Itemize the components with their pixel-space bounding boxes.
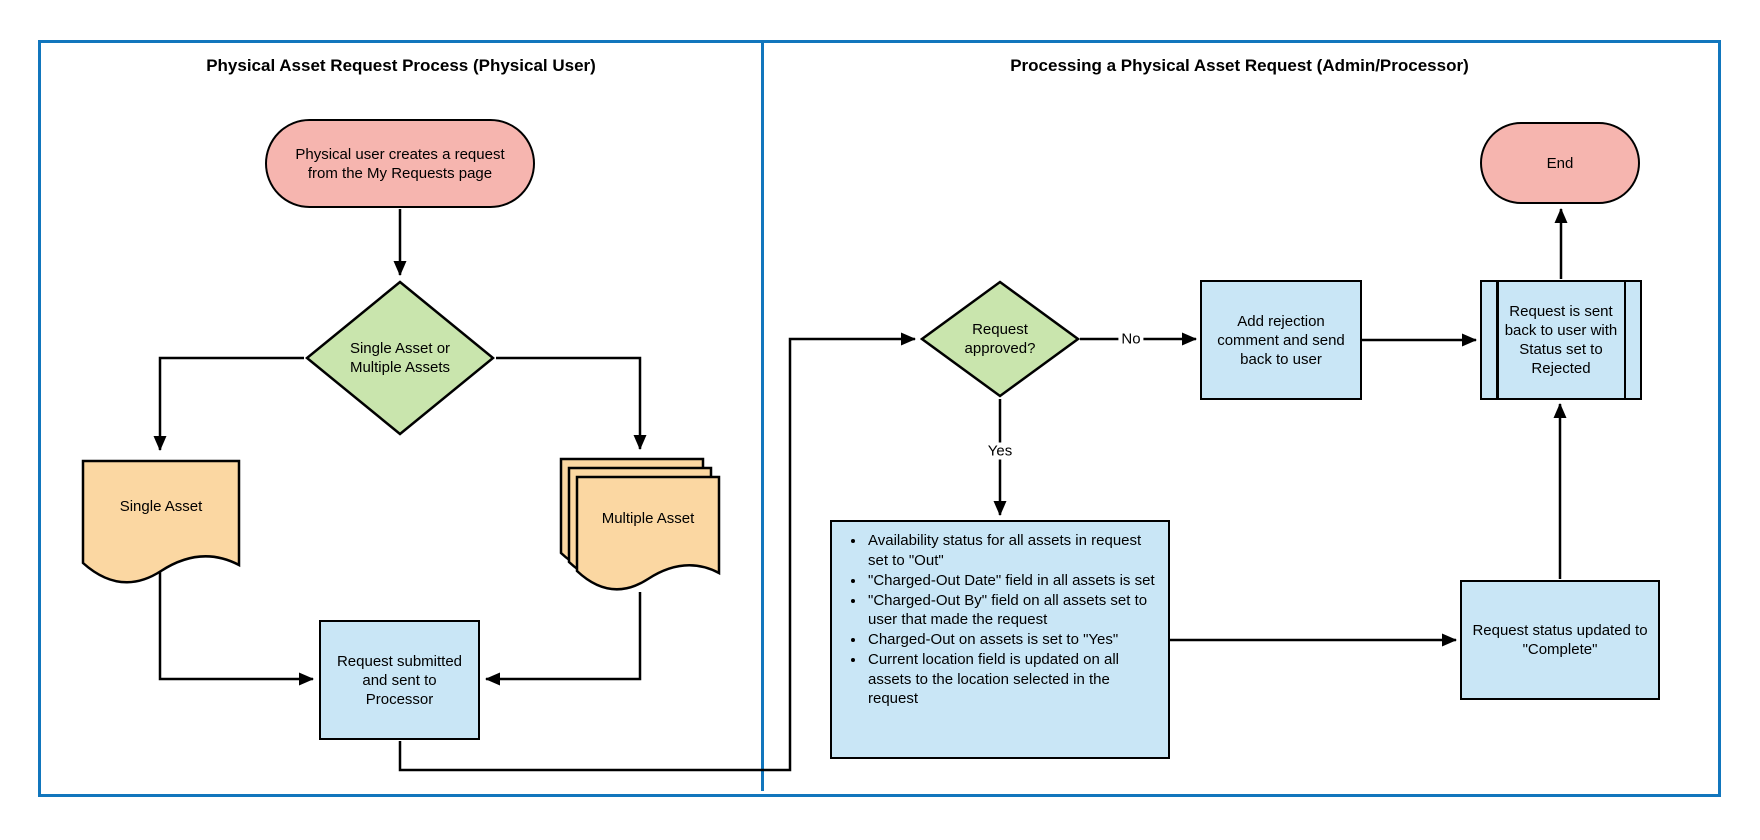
approved-decision-diamond: Request approved? xyxy=(920,280,1080,398)
sent-back-predefined-box: Request is sent back to user with Status… xyxy=(1480,280,1642,400)
asset-decision-diamond: Single Asset or Multiple Assets xyxy=(305,280,495,436)
document-shape xyxy=(81,459,241,584)
action-item: "Charged-Out By" field on all assets set… xyxy=(866,591,1158,630)
approved-decision-label: Request approved? xyxy=(964,321,1036,357)
submit-label: Request submitted and sent to Processor xyxy=(336,652,463,708)
start-label: Physical user creates a request from the… xyxy=(295,145,505,182)
left-panel-title: Physical Asset Request Process (Physical… xyxy=(206,56,596,75)
submit-process-box: Request submitted and sent to Processor xyxy=(319,620,480,740)
multiple-asset-label: Multiple Asset xyxy=(601,510,695,527)
asset-decision-label: Single Asset or Multiple Assets xyxy=(349,340,451,376)
multiple-asset-documents: Multiple Asset xyxy=(559,457,721,597)
diamond-shape xyxy=(920,280,1080,398)
action-item: Availability status for all assets in re… xyxy=(866,531,1158,570)
action-item: Current location field is updated on all… xyxy=(866,650,1158,709)
rejection-label: Add rejection comment and send back to u… xyxy=(1217,312,1345,368)
approved-actions-box: Availability status for all assets in re… xyxy=(830,520,1170,759)
yes-edge-label: Yes xyxy=(984,442,1016,460)
end-label: End xyxy=(1546,154,1574,172)
single-asset-label: Single Asset xyxy=(119,498,203,515)
sent-back-label: Request is sent back to user with Status… xyxy=(1504,303,1618,377)
complete-process-box: Request status updated to "Complete" xyxy=(1460,580,1660,700)
rejection-process-box: Add rejection comment and send back to u… xyxy=(1200,280,1362,400)
action-item: "Charged-Out Date" field in all assets i… xyxy=(866,571,1158,591)
end-terminator: End xyxy=(1480,122,1640,204)
diamond-shape xyxy=(305,280,495,436)
action-item: Charged-Out on assets is set to "Yes" xyxy=(866,630,1158,650)
outer-frame xyxy=(38,40,1721,797)
no-edge-label: No xyxy=(1118,330,1144,348)
actions-list: Availability status for all assets in re… xyxy=(838,531,1158,709)
panel-divider xyxy=(761,43,764,791)
predefined-left-bar xyxy=(1496,282,1499,398)
start-terminator: Physical user creates a request from the… xyxy=(265,119,535,208)
predefined-right-bar xyxy=(1623,282,1626,398)
single-asset-document: Single Asset xyxy=(81,459,241,589)
complete-label: Request status updated to "Complete" xyxy=(1472,622,1648,658)
right-panel-title: Processing a Physical Asset Request (Adm… xyxy=(1010,56,1469,75)
document-shape-front xyxy=(575,475,721,591)
